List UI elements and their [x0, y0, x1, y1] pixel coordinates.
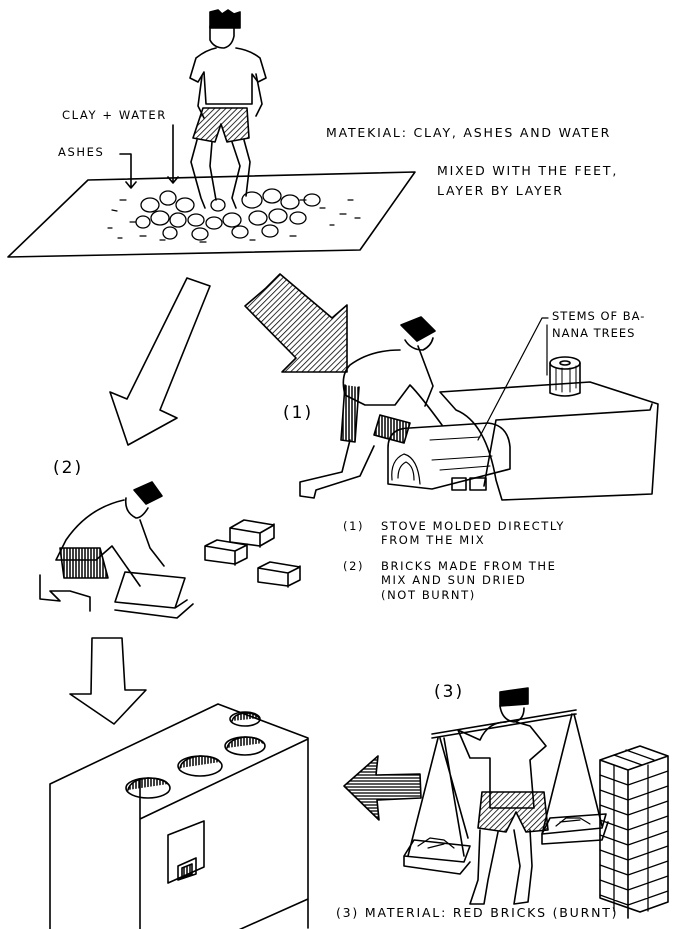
note-step2-line-1: BRICKS MADE FROM THE [381, 558, 557, 573]
label-stems-line-1: STEMS OF BA- [552, 309, 646, 323]
red-brick-stack [599, 745, 669, 919]
step-notes: (1) STOVE MOLDED DIRECTLY FROM THE MIX (… [343, 519, 565, 613]
final-stove [49, 703, 309, 929]
note-step2: (2) BRICKS MADE FROM THE MIX AND SUN DRI… [343, 559, 565, 602]
note-step2-line-3: (NOT BURNT) [381, 587, 476, 602]
label-stems-line-2: NANA TREES [552, 326, 636, 340]
brick-mold-stack [114, 571, 194, 619]
sun-dried-bricks [204, 519, 301, 588]
step3-material-caption: (3) MATERIAL: RED BRICKS (BURNT) [336, 905, 619, 920]
step2-scene [39, 481, 301, 619]
clay-balls [135, 188, 321, 241]
man-mixing [189, 9, 267, 209]
left-basket [403, 737, 471, 875]
step3-scene [403, 687, 669, 919]
ashes-pointer [119, 153, 137, 189]
label-ashes: ASHES [58, 145, 105, 159]
step1-number: (1) [283, 403, 314, 423]
carrying-pole [431, 709, 577, 739]
stems-pointer [477, 317, 549, 441]
stove-mold [439, 381, 659, 501]
note-step1-line-1: STOVE MOLDED DIRECTLY [381, 519, 566, 533]
method-line-2: LAYER BY LAYER [437, 183, 564, 198]
label-clay-water: CLAY + WATER [62, 108, 167, 122]
step3-number: (3) [434, 682, 465, 702]
man-molding [299, 316, 443, 499]
note-step2-key: (2) [343, 558, 365, 573]
step2-number: (2) [53, 458, 84, 478]
arrow-to-step1 [244, 273, 348, 373]
pot-hole-4 [229, 711, 261, 727]
banana-stem [549, 356, 581, 397]
note-step1-key: (1) [343, 519, 365, 533]
arrow-to-step2 [109, 277, 211, 446]
right-basket [541, 713, 609, 845]
step1-scene [299, 316, 659, 501]
note-step2-line-2: MIX AND SUN DRIED [381, 573, 527, 588]
material-mixing-text: MATEKIAL: CLAY, ASHES AND WATER [326, 125, 612, 140]
man-carrying [457, 687, 549, 905]
method-line-1: MIXED WITH THE FEET, [437, 163, 619, 178]
mixing-mat [7, 171, 416, 258]
arrow-from-step3 [343, 755, 422, 821]
note-step1: (1) STOVE MOLDED DIRECTLY FROM THE MIX [343, 519, 565, 548]
arrow-to-final-stove [69, 637, 147, 725]
man-brickmaking [39, 481, 165, 612]
note-step1-line-2: FROM THE MIX [381, 533, 486, 548]
fire-opening [167, 820, 205, 884]
mixing-scene [7, 9, 416, 258]
clay-water-pointer [167, 124, 179, 184]
ashes-dots [107, 199, 361, 243]
